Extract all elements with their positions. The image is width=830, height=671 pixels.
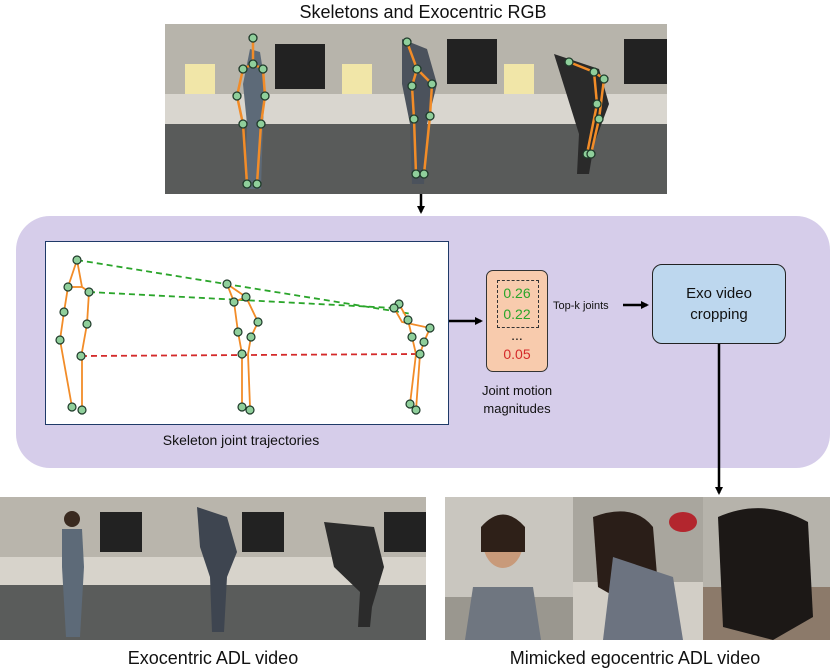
magnitude-value-last: 0.05 bbox=[503, 346, 531, 362]
egocentric-frame-2 bbox=[573, 497, 703, 640]
exo-box-line1: Exo video bbox=[686, 285, 752, 302]
egocentric-frame-3 bbox=[703, 497, 830, 640]
magnitude-label-line2: magnitudes bbox=[483, 401, 551, 416]
exocentric-frame-2 bbox=[142, 497, 284, 640]
magnitude-value-2: 0.22 bbox=[503, 306, 531, 322]
skeleton-rgb-frame-1 bbox=[165, 24, 332, 194]
exo-video-cropping-box: Exo video cropping bbox=[652, 264, 786, 344]
trajectory-line-red bbox=[80, 353, 421, 357]
joint-magnitude-box bbox=[486, 270, 548, 372]
magnitude-value-1: 0.26 bbox=[503, 285, 531, 301]
exocentric-frame-1 bbox=[0, 497, 142, 640]
trajectory-line-green-2 bbox=[88, 291, 395, 309]
trajectory-line-green-1 bbox=[76, 259, 413, 315]
top-title: Skeletons and Exocentric RGB bbox=[299, 2, 547, 22]
exocentric-video-title: Exocentric ADL video bbox=[127, 648, 299, 668]
egocentric-video-title: Mimicked egocentric ADL video bbox=[509, 648, 761, 668]
magnitude-label-line1: Joint motion bbox=[481, 383, 553, 398]
trajectory-label: Skeleton joint trajectories bbox=[162, 432, 320, 448]
egocentric-frame-1 bbox=[445, 497, 573, 640]
trajectory-skeleton-1 bbox=[59, 259, 90, 410]
exo-box-line2: cropping bbox=[690, 306, 748, 323]
topk-label: Top-k joints bbox=[553, 300, 609, 312]
magnitude-ellipsis: ... bbox=[511, 327, 523, 343]
skeleton-rgb-frame-3 bbox=[499, 24, 667, 194]
skeleton-trajectory-box bbox=[45, 241, 449, 425]
topk-highlight-box bbox=[497, 280, 539, 328]
skeleton-rgb-frame-2 bbox=[332, 24, 499, 194]
exocentric-frame-3 bbox=[284, 497, 426, 640]
